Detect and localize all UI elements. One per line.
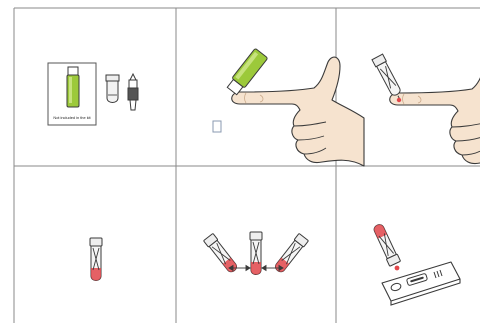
sample-drop-icon xyxy=(395,266,400,271)
dropper-cap-icon xyxy=(128,74,138,110)
not-included-caption: Not included in the kit xyxy=(53,115,91,120)
collection-tube-icon xyxy=(106,75,119,103)
dropper-inverted-icon xyxy=(372,223,401,267)
alcohol-pad-icon xyxy=(213,121,221,132)
blood-drop-icon xyxy=(397,98,401,102)
panel-step-2 xyxy=(213,48,364,166)
sample-tube-icon xyxy=(90,238,102,281)
hand-icon xyxy=(390,58,480,167)
test-cassette-icon xyxy=(382,262,460,305)
lancet-icon xyxy=(226,48,268,96)
panel-step-3 xyxy=(372,54,480,167)
panel-step-4 xyxy=(90,238,102,281)
panel-step-5 xyxy=(203,232,308,275)
panel-step-1: Not included in the kit xyxy=(48,63,138,125)
tube-upright-icon xyxy=(250,232,262,275)
panel-step-6 xyxy=(372,223,460,305)
lancet-device-icon xyxy=(67,67,79,107)
